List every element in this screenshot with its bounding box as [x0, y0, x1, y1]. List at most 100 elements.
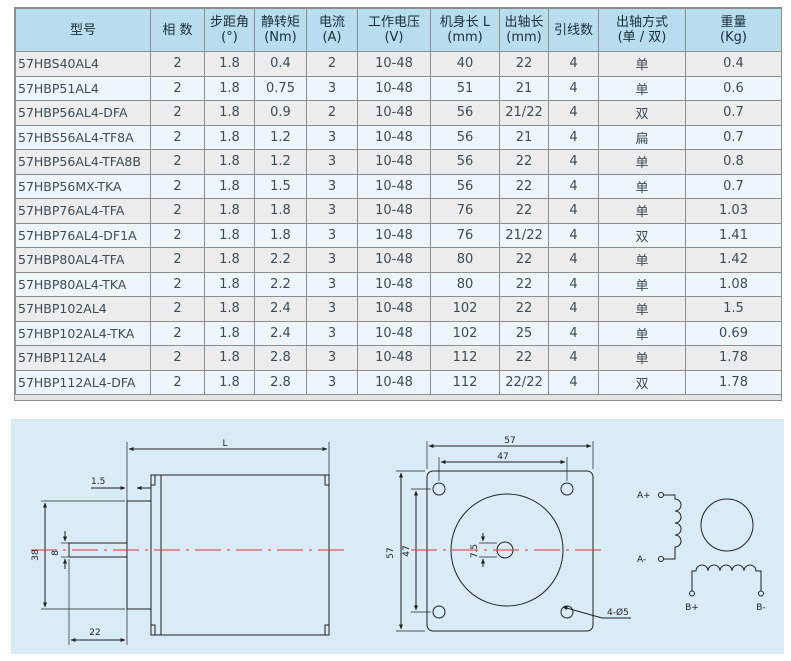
cell-lead-count: 4 — [548, 51, 599, 77]
header-step-angle: 步距角 (°) — [204, 8, 255, 52]
cell-voltage: 10-48 — [357, 100, 431, 126]
cell-weight: 0.69 — [685, 320, 782, 346]
cell-step-angle: 1.8 — [204, 320, 255, 346]
cell-phases: 2 — [150, 271, 205, 297]
cell-model: 57HBS40AL4 — [15, 51, 151, 77]
cell-shaft-length: 21/22 — [499, 222, 549, 248]
cell-body-length: 76 — [430, 198, 500, 224]
cell-shaft-type: 单 — [598, 149, 686, 175]
cell-phases: 2 — [150, 51, 205, 77]
flange-boss — [126, 500, 152, 610]
header-holding-torque: 静转矩 (Nm) — [254, 8, 307, 52]
cell-current: 3 — [306, 222, 358, 248]
cell-step-angle: 1.8 — [204, 271, 255, 297]
cell-holding-torque: 2.2 — [254, 271, 307, 297]
cell-shaft-length: 21/22 — [499, 100, 549, 126]
cell-voltage: 10-48 — [357, 75, 431, 101]
mount-hole-br — [560, 605, 574, 619]
cell-step-angle: 1.8 — [204, 247, 255, 273]
cell-step-angle: 1.8 — [204, 51, 255, 77]
cell-body-length: 40 — [430, 51, 500, 77]
dim-shaft-length-label: 22 — [89, 628, 100, 638]
cell-current: 3 — [306, 345, 358, 371]
cell-current: 3 — [306, 296, 358, 322]
cell-current: 3 — [306, 369, 358, 395]
cell-weight: 0.7 — [685, 100, 782, 126]
cell-step-angle: 1.8 — [204, 222, 255, 248]
cell-weight: 0.7 — [685, 124, 782, 150]
cell-current: 3 — [306, 173, 358, 199]
cell-weight: 1.5 — [685, 296, 782, 322]
header-current: 电流 (A) — [306, 8, 358, 52]
cell-phases: 2 — [150, 369, 205, 395]
side-view — [41, 442, 330, 645]
cell-model: 57HBP102AL4 — [15, 296, 151, 322]
cell-shaft-type: 单 — [598, 247, 686, 273]
dim-front-hole-v-label: 47 — [402, 545, 412, 556]
wire-b-plus-label: B+ — [685, 603, 699, 613]
coil-a — [663, 494, 682, 560]
motor-body-outline — [150, 474, 330, 636]
cell-step-angle: 1.8 — [204, 173, 255, 199]
dim-shaft-dia-label: 8 — [51, 550, 61, 556]
cell-body-length: 56 — [430, 124, 500, 150]
cell-phases: 2 — [150, 100, 205, 126]
cell-lead-count: 4 — [548, 124, 599, 150]
cell-holding-torque: 1.5 — [254, 173, 307, 199]
cell-shaft-length: 25 — [499, 320, 549, 346]
spec-table-container: 型号 相 数 步距角 (°) 静转矩 (Nm) 电流 (A) 工作电压 (V) … — [14, 7, 782, 401]
cell-phases: 2 — [150, 320, 205, 346]
cell-shaft-type: 单 — [598, 75, 686, 101]
cell-voltage: 10-48 — [357, 320, 431, 346]
cell-lead-count: 4 — [548, 222, 599, 248]
dim-flange-label: 1.5 — [91, 477, 105, 487]
cell-lead-count: 4 — [548, 149, 599, 175]
cell-body-length: 76 — [430, 222, 500, 248]
cell-shaft-type: 单 — [598, 51, 686, 77]
cell-voltage: 10-48 — [357, 247, 431, 273]
cell-model: 57HBP56AL4-TFA8B — [15, 149, 151, 175]
dim-height-38-label: 38 — [31, 549, 41, 561]
cell-model: 57HBP80AL4-TKA — [15, 271, 151, 297]
cell-holding-torque: 2.8 — [254, 345, 307, 371]
cell-weight: 1.78 — [685, 369, 782, 395]
cell-model: 57HBP76AL4-DF1A — [15, 222, 151, 248]
cell-weight: 0.8 — [685, 149, 782, 175]
header-body-length: 机身长 L (mm) — [430, 8, 500, 52]
cell-model: 57HBP112AL4-DFA — [15, 369, 151, 395]
rotor-circle — [700, 498, 754, 552]
dim-front-hole-h-label: 47 — [497, 452, 508, 462]
cell-voltage: 10-48 — [357, 198, 431, 224]
dim-length-label: L — [222, 439, 227, 449]
cell-voltage: 10-48 — [357, 51, 431, 77]
cell-model: 57HBP56MX-TKA — [15, 173, 151, 199]
cell-shaft-type: 单 — [598, 320, 686, 346]
cell-phases: 2 — [150, 345, 205, 371]
cell-current: 3 — [306, 75, 358, 101]
cell-holding-torque: 0.75 — [254, 75, 307, 101]
dimension-drawing: L 1.5 38 8 22 — [31, 436, 766, 645]
header-voltage: 工作电压 (V) — [357, 8, 431, 52]
cell-weight: 1.03 — [685, 198, 782, 224]
cell-body-length: 56 — [430, 149, 500, 175]
wire-a-plus-label: A+ — [637, 491, 651, 501]
cell-phases: 2 — [150, 149, 205, 175]
cell-voltage: 10-48 — [357, 369, 431, 395]
cell-lead-count: 4 — [548, 173, 599, 199]
cell-voltage: 10-48 — [357, 124, 431, 150]
mount-hole-tr — [560, 482, 574, 496]
cell-current: 3 — [306, 271, 358, 297]
cell-weight: 0.7 — [685, 173, 782, 199]
cell-shaft-type: 双 — [598, 222, 686, 248]
dim-holes-label: 4-Ø5 — [607, 607, 629, 618]
cell-shaft-type: 单 — [598, 271, 686, 297]
front-view — [396, 441, 631, 632]
